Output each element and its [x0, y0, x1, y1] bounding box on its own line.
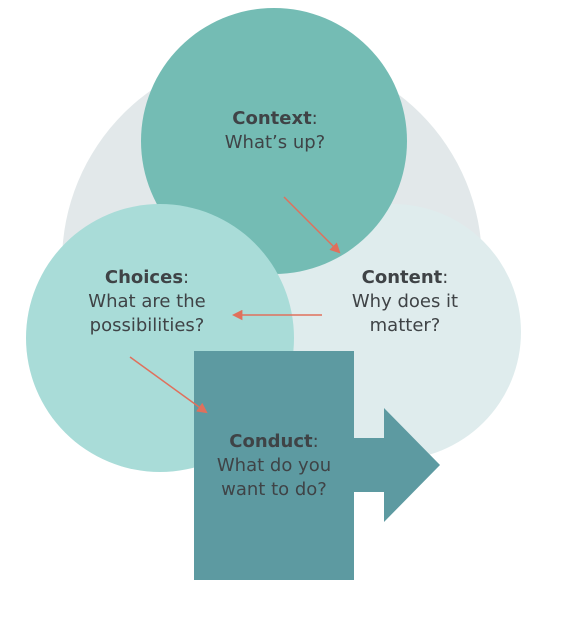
choices-question-line-1: What are the — [88, 291, 206, 312]
context-label: Context: What’s up? — [175, 107, 375, 155]
choices-to-conduct-arrow — [129, 356, 208, 414]
content-term: Content — [361, 267, 443, 288]
conduct-colon: : — [312, 431, 319, 452]
context-term: Context — [232, 108, 312, 129]
choices-term: Choices — [104, 267, 184, 288]
conduct-box — [194, 351, 354, 580]
conduct-arrow-shape — [354, 408, 440, 522]
context-to-content-arrow — [283, 196, 341, 254]
context-colon: : — [311, 108, 318, 129]
content-question-line-1: Why does it — [351, 291, 459, 312]
context-circle — [141, 8, 407, 274]
content-colon: : — [442, 267, 449, 288]
context-question: What’s up? — [224, 132, 326, 153]
content-label: Content: Why does it matter? — [305, 266, 505, 338]
conduct-question-line-1: What do you — [216, 455, 332, 476]
choices-question-line-2: possibilities? — [89, 315, 205, 336]
choices-colon: : — [183, 267, 190, 288]
conduct-label: Conduct: What do you want to do? — [174, 430, 374, 502]
conduct-question-line-2: want to do? — [221, 479, 327, 500]
choices-label: Choices: What are the possibilities? — [47, 266, 247, 338]
conduct-term: Conduct — [229, 431, 313, 452]
content-question-line-2: matter? — [369, 315, 441, 336]
